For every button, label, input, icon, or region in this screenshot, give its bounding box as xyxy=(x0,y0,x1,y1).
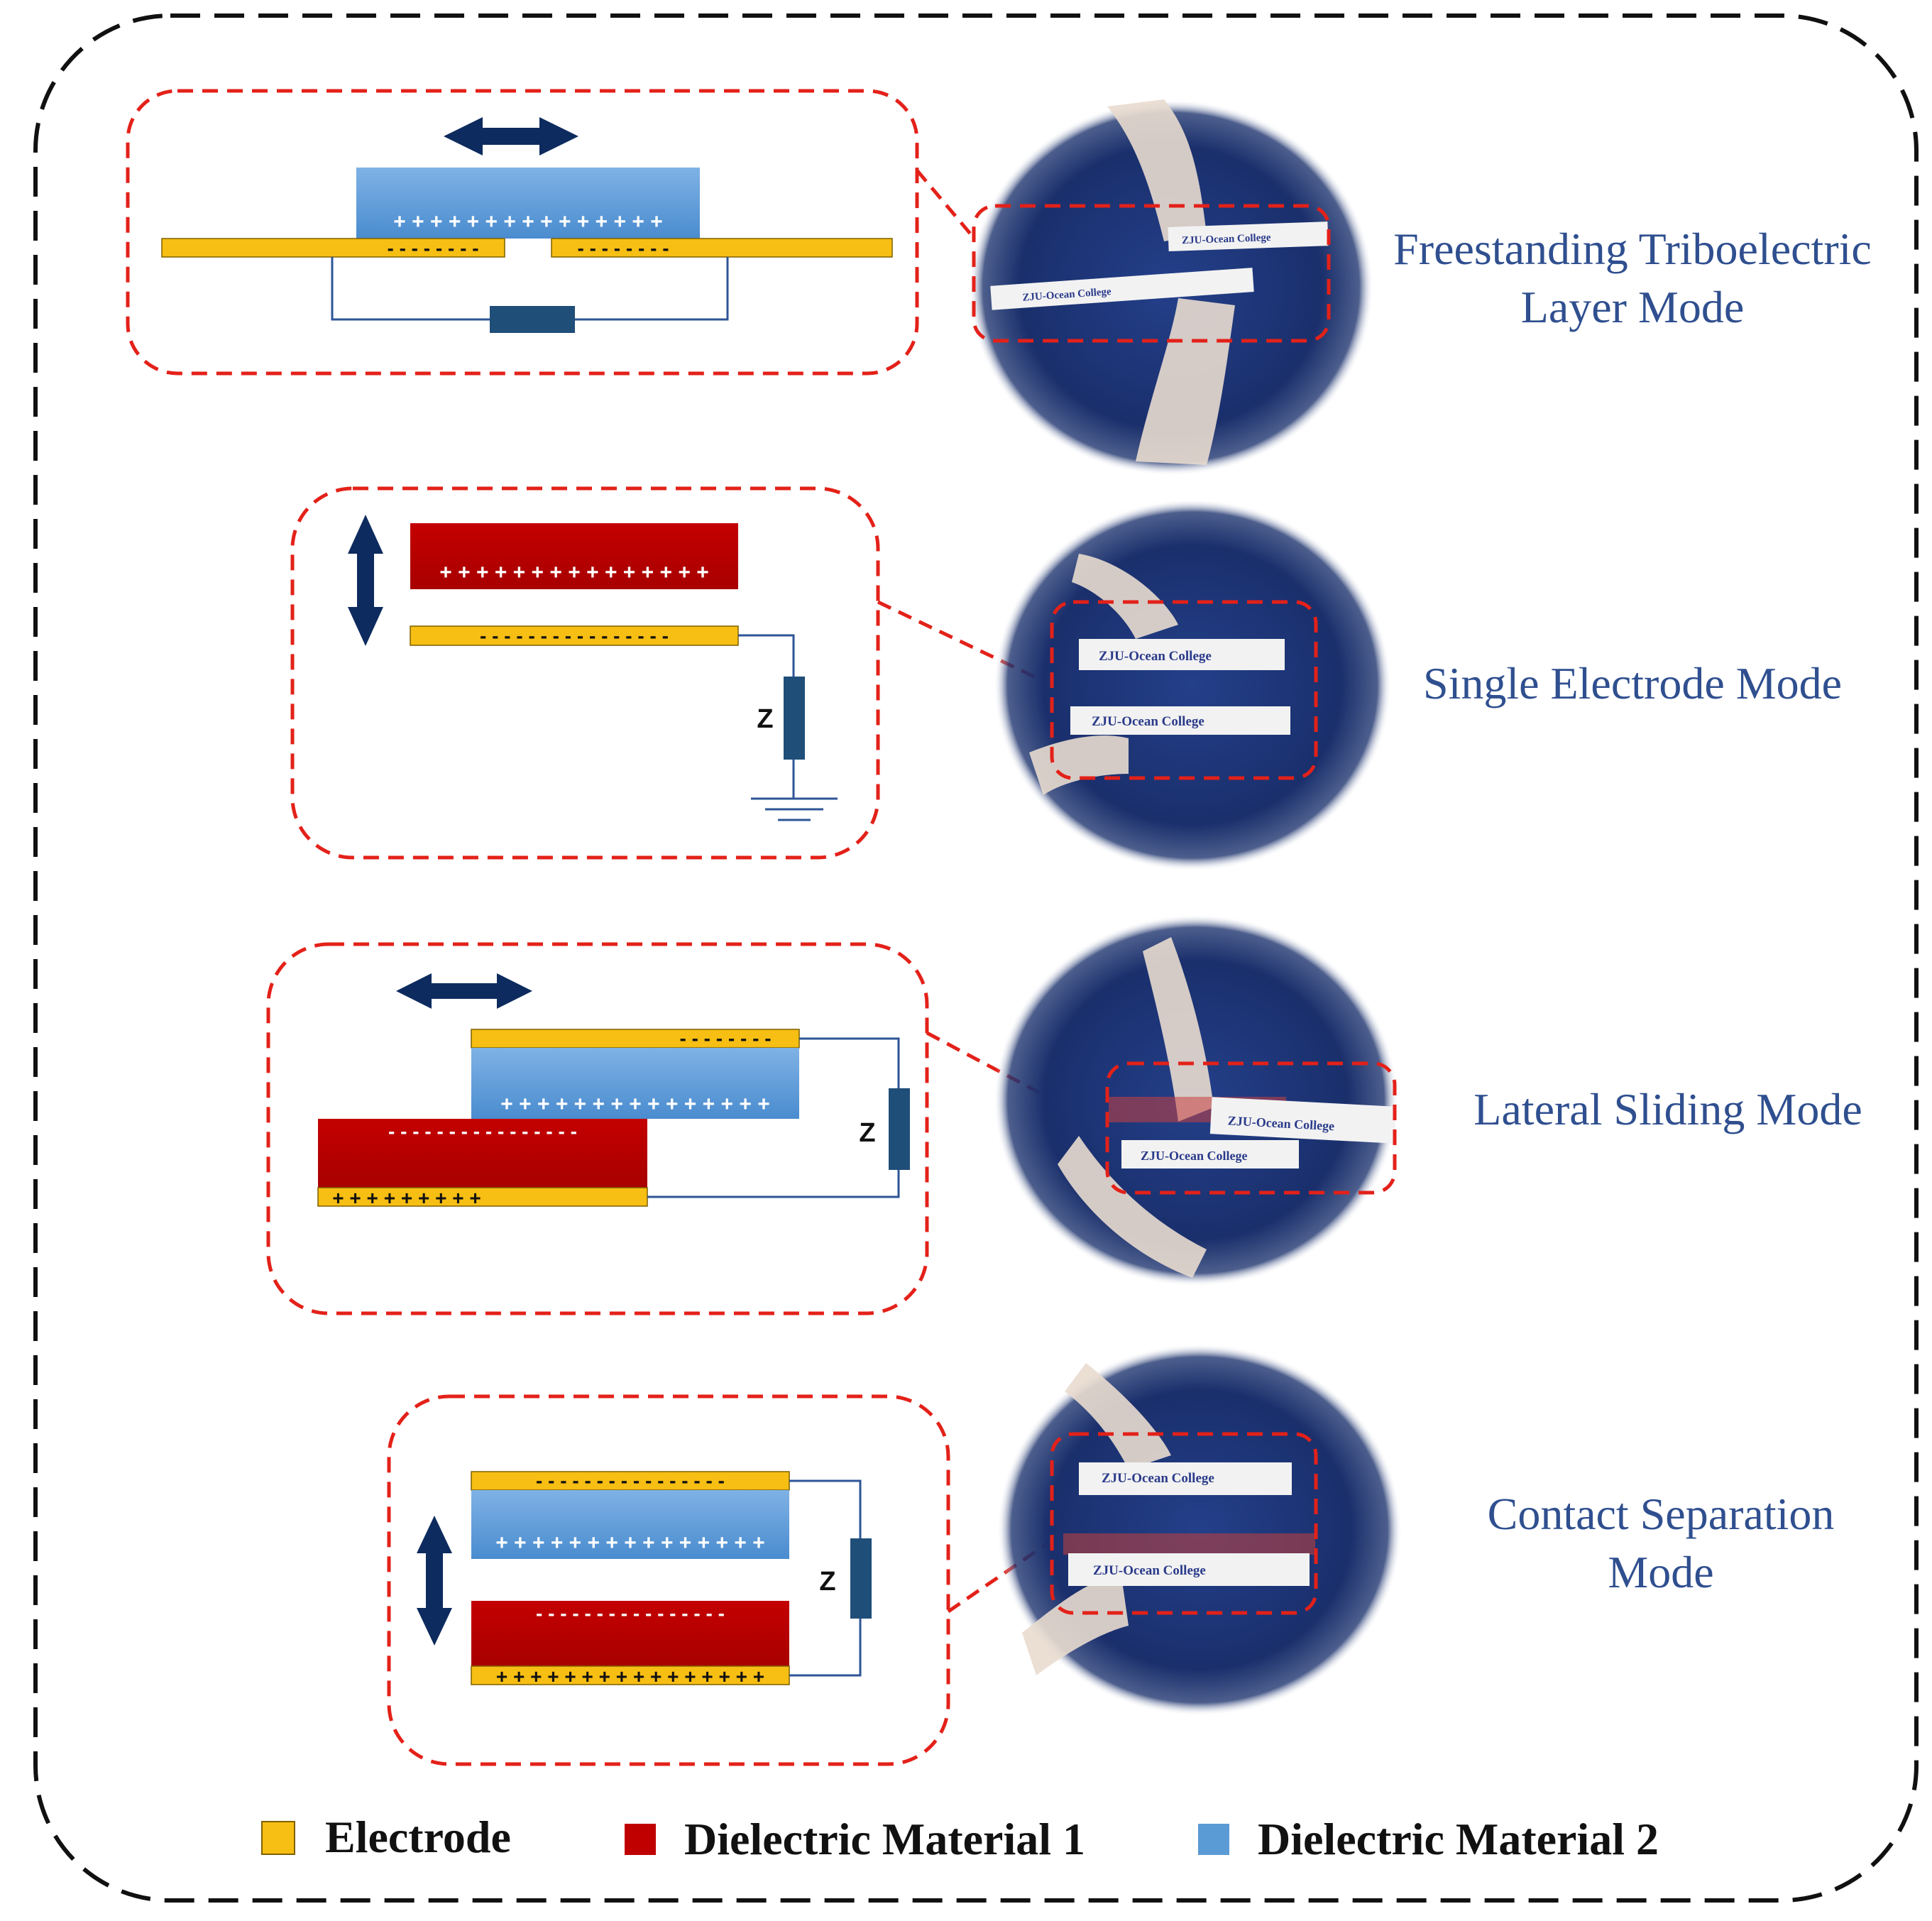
mode1-label: Freestanding Triboelectric Layer Mode xyxy=(1370,220,1895,336)
mode3-diagram: - - - - - - - - + + + + + + + + + + + + … xyxy=(266,942,929,1315)
legend-swatch-dielectric1 xyxy=(625,1824,656,1855)
mode2-photo-label-2: ZJU-Ocean College xyxy=(1092,714,1204,729)
mode3-top-electrode xyxy=(471,1029,800,1049)
mode4-dielectric1 xyxy=(471,1601,789,1666)
mode1-left-charges: - - - - - - - - xyxy=(387,237,478,259)
mode4-top-electrode xyxy=(471,1471,790,1491)
mode1-label-line1: Freestanding Triboelectric xyxy=(1393,224,1872,274)
mode3-label: Lateral Sliding Mode xyxy=(1427,1080,1909,1139)
mode2-load-label: Z xyxy=(757,704,773,734)
mode1-dielectric2 xyxy=(356,168,700,239)
mode4-label-line1: Contact Separation xyxy=(1487,1489,1835,1539)
mode1-label-line2: Layer Mode xyxy=(1520,282,1745,332)
mode3-blue-charges: + + + + + + + + + + + + + + + xyxy=(500,1093,769,1116)
mode4-photo-label-1: ZJU-Ocean College xyxy=(1102,1471,1214,1486)
mode2-vertical-arrow xyxy=(348,515,383,646)
mode2-photo-dashed-box xyxy=(1050,600,1318,780)
mode1-wire-right xyxy=(575,257,729,321)
mode4-bottom-electrode xyxy=(471,1665,790,1685)
mode3-photo: ZJU-Ocean College ZJU-Ocean College xyxy=(994,914,1398,1286)
mode4-blue-charges: + + + + + + + + + + + + + + + xyxy=(495,1531,764,1555)
mode2-dashed-box xyxy=(290,486,880,860)
mode1-wire xyxy=(331,257,490,321)
mode4-photo-label-2: ZJU-Ocean College xyxy=(1093,1563,1206,1578)
mode3-dashed-box xyxy=(266,942,929,1315)
mode4-label-line2: Mode xyxy=(1608,1547,1714,1597)
mode2-wire xyxy=(738,634,795,677)
mode4-wire-top xyxy=(789,1479,862,1538)
mode1-dashed-box xyxy=(126,89,919,376)
mode1-photo-dashed-box xyxy=(972,204,1331,343)
mode3-red-charges: - - - - - - - - - - - - - - - - xyxy=(388,1120,577,1142)
mode1-connector-dash xyxy=(916,169,975,239)
mode4-diagram: - - - - - - - - - - - - - - - - + + + + … xyxy=(387,1394,950,1766)
mode3-bottom-electrode-charges: + + + + + + + + + xyxy=(332,1187,481,1209)
legend-label-dielectric2: Dielectric Material 2 xyxy=(1258,1814,1659,1864)
mode4-vertical-arrow xyxy=(417,1516,452,1646)
mode2-label-line1: Single Electrode Mode xyxy=(1422,658,1843,708)
mode2-ground-symbol xyxy=(751,797,838,821)
mode4-red-charges: - - - - - - - - - - - - - - - - xyxy=(536,1602,725,1624)
mode2-load xyxy=(784,677,805,760)
mode3-dielectric1 xyxy=(318,1119,647,1188)
mode1-photo: ZJU-Ocean College ZJU-Ocean College xyxy=(969,99,1373,476)
mode3-photo-label-2: ZJU-Ocean College xyxy=(1141,1149,1247,1163)
mode1-load xyxy=(490,306,575,333)
mode4-wire-bottom xyxy=(789,1619,862,1677)
mode4-photo: ZJU-Ocean College ZJU-Ocean College xyxy=(997,1344,1402,1716)
mode2-diagram: + + + + + + + + + + + + + + + - - - - - … xyxy=(290,486,880,860)
mode1-top-charges: + + + + + + + + + + + + + + + xyxy=(393,210,662,234)
mode2-dielectric1 xyxy=(410,523,738,589)
mode3-wire-bottom xyxy=(647,1170,900,1198)
outer-dashed-border xyxy=(33,13,1919,1903)
mode4-dashed-box xyxy=(387,1394,950,1766)
mode3-dielectric2 xyxy=(471,1048,799,1119)
legend-label-dielectric1: Dielectric Material 1 xyxy=(684,1814,1085,1864)
mode4-load-label: Z xyxy=(819,1567,835,1597)
legend-label-electrode: Electrode xyxy=(325,1812,511,1862)
mode2-electrode-charges: - - - - - - - - - - - - - - - - xyxy=(480,625,669,647)
mode4-load xyxy=(850,1538,872,1619)
mode4-top-electrode-charges: - - - - - - - - - - - - - - - - xyxy=(536,1470,725,1492)
legend-swatch-dielectric2 xyxy=(1198,1824,1229,1855)
mode3-top-electrode-charges: - - - - - - - - xyxy=(679,1027,771,1049)
mode1-horizontal-arrow xyxy=(444,117,578,155)
mode3-label-line1: Lateral Sliding Mode xyxy=(1473,1084,1862,1134)
mode3-bottom-electrode xyxy=(317,1187,648,1207)
mode3-load-label: Z xyxy=(859,1118,875,1148)
mode2-top-charges: + + + + + + + + + + + + + + + xyxy=(439,561,708,584)
mode1-electrode-right xyxy=(551,238,893,258)
mode1-diagram: + + + + + + + + + + + + + + + - - - - - … xyxy=(126,89,919,376)
legend-swatch-electrode xyxy=(261,1821,295,1855)
mode4-photo-dashed-box xyxy=(1050,1432,1318,1615)
mode3-load xyxy=(889,1088,910,1170)
mode2-photo-label-1: ZJU-Ocean College xyxy=(1099,649,1212,664)
mode1-right-charges: - - - - - - - - xyxy=(577,237,669,259)
mode2-photo: ZJU-Ocean College ZJU-Ocean College xyxy=(994,499,1391,871)
mode2-electrode xyxy=(410,625,739,646)
mode1-photo-label-2: ZJU-Ocean College xyxy=(1182,232,1271,246)
mode3-horizontal-arrow xyxy=(396,973,532,1009)
mode4-bottom-electrode-charges: + + + + + + + + + + + + + + + + xyxy=(496,1665,764,1687)
mode4-label: Contact Separation Mode xyxy=(1420,1485,1902,1602)
mode4-dielectric2 xyxy=(471,1490,789,1559)
mode3-wire-top xyxy=(799,1037,900,1088)
mode2-label: Single Electrode Mode xyxy=(1384,655,1881,713)
